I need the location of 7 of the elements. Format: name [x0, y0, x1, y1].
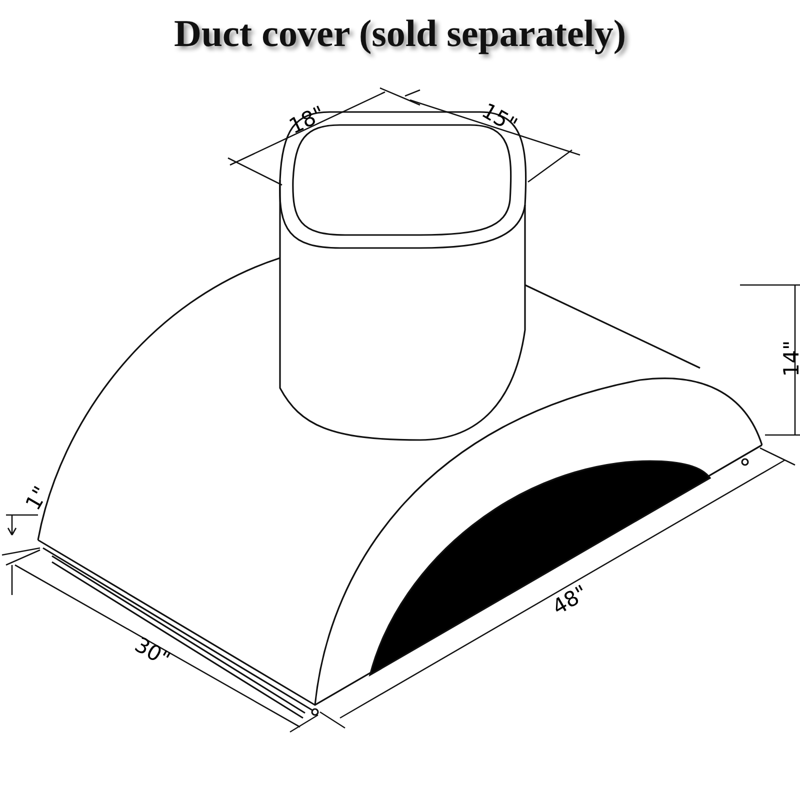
title: Duct cover (sold separately) — [172, 12, 628, 56]
dimension-label: 48" — [549, 582, 592, 619]
dimension-label: 30" — [131, 634, 174, 671]
dimension-label: 15" — [478, 100, 520, 137]
dimension-label: 1" — [22, 483, 52, 514]
dimension-label: 14" — [782, 340, 800, 377]
dimension-label: 18" — [286, 103, 328, 138]
